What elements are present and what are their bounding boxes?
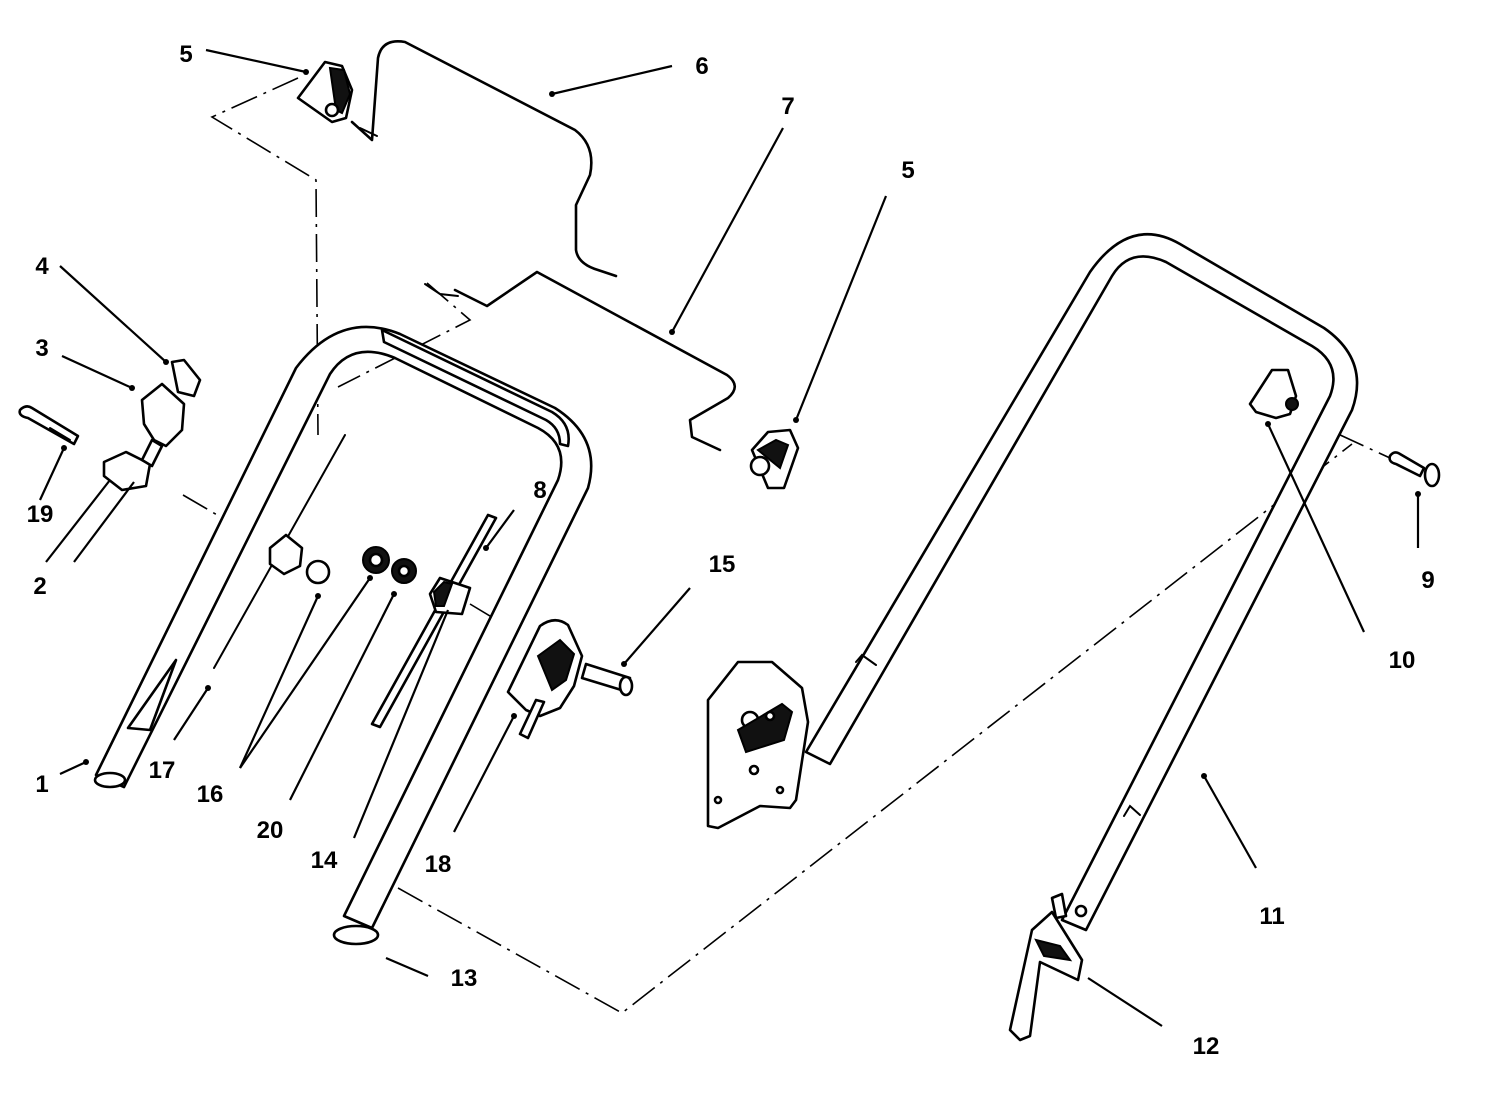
handle-bracket-plate [706,660,810,830]
callout-4: 4 [35,253,49,280]
callout-labels: 5 6 7 5 4 3 19 2 8 15 9 10 11 12 13 14 1… [27,41,1435,1060]
bail-wire-upper [350,40,618,278]
callout-3: 3 [35,335,48,362]
leader-lines [39,48,1421,1027]
handle-knob-assembly [18,358,202,492]
callout-1: 1 [35,771,48,798]
callout-5-upper: 5 [179,41,192,68]
callout-15: 15 [709,551,736,578]
callout-11: 11 [1259,903,1284,930]
callout-20: 20 [257,817,284,844]
callout-2: 2 [33,573,46,600]
callout-12: 12 [1193,1033,1220,1060]
callout-17: 17 [149,757,176,784]
hardware-nuts [268,533,472,616]
callout-7: 7 [781,93,794,120]
callout-10: 10 [1389,647,1416,674]
callout-19: 19 [27,501,54,528]
callout-18: 18 [425,851,452,878]
carriage-bolt [1388,451,1441,488]
upper-handle [804,232,1359,932]
callout-16: 16 [197,781,224,808]
callout-14: 14 [311,847,338,874]
bail-bracket-right [749,428,800,490]
callout-5-right: 5 [901,157,914,184]
control-lever [506,618,634,740]
handle-clamp [1008,892,1084,1042]
callout-9: 9 [1421,567,1434,594]
bail-bracket-upper [296,60,354,124]
lower-handle-left [93,325,593,930]
handle-plug-ring [332,924,380,946]
callout-8: 8 [533,477,546,504]
bail-wire-lower [424,270,737,452]
callout-13: 13 [451,965,478,992]
callout-6: 6 [695,53,708,80]
handle-knob [1248,368,1299,420]
